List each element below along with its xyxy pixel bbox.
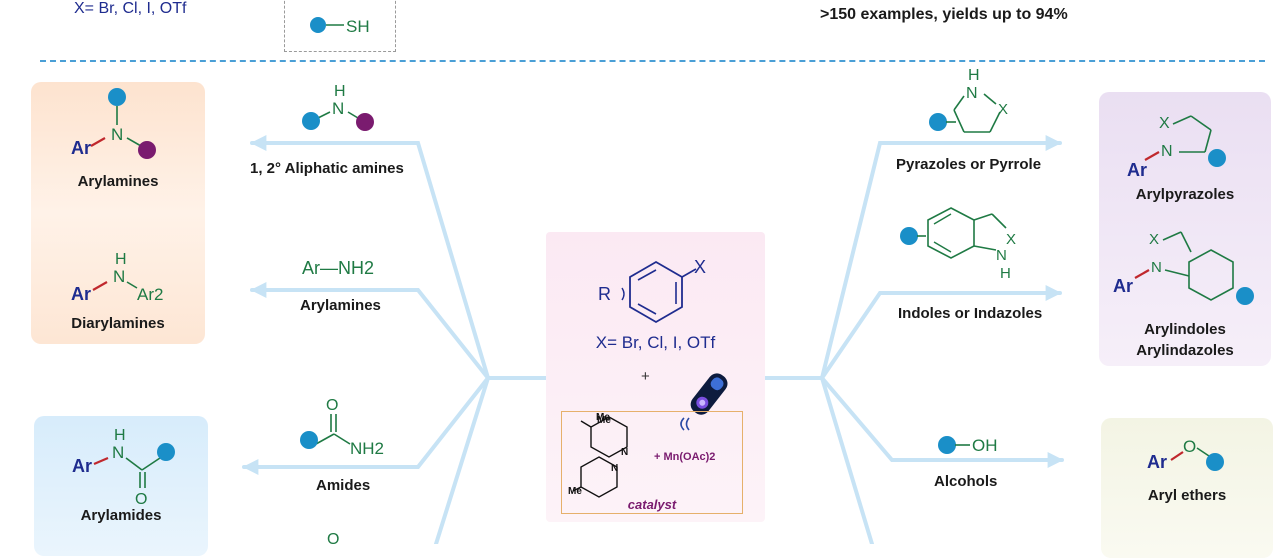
svg-text:N: N [1161,143,1173,160]
manganese-salt: + Mn(OAc)2 [654,451,716,463]
top-x-definition: X= Br, Cl, I, OTf [74,0,187,17]
thiol-box [284,0,396,52]
amide-products-card [34,416,208,556]
alcohols-label: Alcohols [934,473,998,490]
svg-text:X: X [1006,231,1016,248]
svg-text:X: X [998,101,1008,118]
svg-text:X: X [694,257,706,277]
product-arylamides-label: Arylamides [80,507,162,524]
svg-text:H: H [114,427,126,444]
svg-text:OH: OH [972,436,998,455]
svg-text:N: N [111,125,123,144]
next-reagent-o: O [327,531,340,548]
svg-text:Ar: Ar [1113,276,1133,296]
center-plus: + [641,368,650,385]
svg-text:N: N [996,247,1007,264]
catalyst-box [561,411,743,514]
product-diarylamines-label: Diarylamines [71,315,165,332]
product-arylethers-label: Aryl ethers [1147,487,1227,504]
svg-text:Ar: Ar [72,456,92,476]
arylamine-product-structure: N Ar [71,88,156,159]
substituent-dot-icon [310,17,326,33]
svg-text:Ar2: Ar2 [137,285,163,304]
svg-text:N: N [1151,259,1162,276]
svg-text:H: H [334,83,346,100]
svg-text:N: N [611,463,618,474]
svg-text:X: X [1149,231,1159,248]
section-divider [40,60,1265,62]
svg-text:Ar: Ar [71,284,91,304]
svg-text:O: O [326,397,338,414]
svg-text:Ar: Ar [71,138,91,158]
ligand-me-bottom: Me [568,486,582,497]
svg-text:N: N [621,447,628,458]
aliphatic-amine-structure: H N [302,83,374,131]
product-arylpyrazoles-label: Arylpyrazoles [1135,186,1235,203]
svg-text:Ar: Ar [1127,160,1147,180]
arylether-product-structure: Ar O [1147,437,1224,472]
catalyst-label: catalyst [627,497,677,512]
svg-text:H: H [968,67,980,84]
svg-text:H: H [1000,265,1011,282]
svg-text:O: O [135,491,147,506]
pyrazoles-label: Pyrazoles or Pyrrole [896,156,1042,173]
alcohol-reagent-structure: OH [938,436,998,455]
amide-reagent-structure: O NH2 [300,397,384,458]
svg-text:H: H [115,251,127,268]
indoles-label: Indoles or Indazoles [898,305,1043,322]
svg-text:N: N [966,85,978,102]
arylamide-product-structure: H N Ar O [72,427,175,506]
arylamines-reagent-label: Arylamines [300,297,381,314]
svg-text:R: R [598,284,611,304]
light-bulb-icon [680,373,728,431]
svg-text:N: N [113,267,125,286]
aliphatic-amines-label: 1, 2° Aliphatic amines [250,160,404,177]
svg-text:N: N [112,443,124,462]
svg-text:O: O [1183,437,1196,456]
scope-summary: >150 examples, yields up to 94% [820,6,1068,23]
pyrazole-reagent-structure: H N X [929,67,1008,133]
svg-text:Ar: Ar [1147,452,1167,472]
ether-products-card [1101,418,1273,558]
product-arylindoles-label: Arylindoles [1144,321,1226,338]
arylamine-reagent-formula: Ar—NH2 [302,258,375,278]
reaction-arrows [242,135,1064,544]
svg-text:N: N [332,99,344,118]
substrate-catalyst-card [546,232,765,522]
ligand-me-top: Me [596,412,610,423]
svg-text:Me: Me [597,415,611,426]
heteroaryl-products-card [1099,92,1271,366]
product-arylindazoles-label: Arylindazoles [1136,342,1234,359]
indole-reagent-structure: X N H [900,207,1016,282]
arylpyrazole-product-structure: X N Ar [1127,115,1226,180]
thiol-structure: SH [310,17,370,36]
svg-text:X: X [1159,115,1170,132]
product-arylamines-label: Arylamines [77,173,159,190]
center-x-definition: X= Br, Cl, I, OTf [595,333,716,352]
amides-label: Amides [316,477,371,494]
thiol-label: SH [346,17,370,36]
amine-products-card [31,82,205,344]
arylindole-product-structure: X N Ar [1113,231,1254,305]
diarylamine-product-structure: H N Ar Ar2 [71,251,163,304]
aryl-halide-structure: X R [598,257,706,324]
bipyridine-ligand-structure: Me N N [572,415,628,498]
svg-text:NH2: NH2 [350,439,384,458]
